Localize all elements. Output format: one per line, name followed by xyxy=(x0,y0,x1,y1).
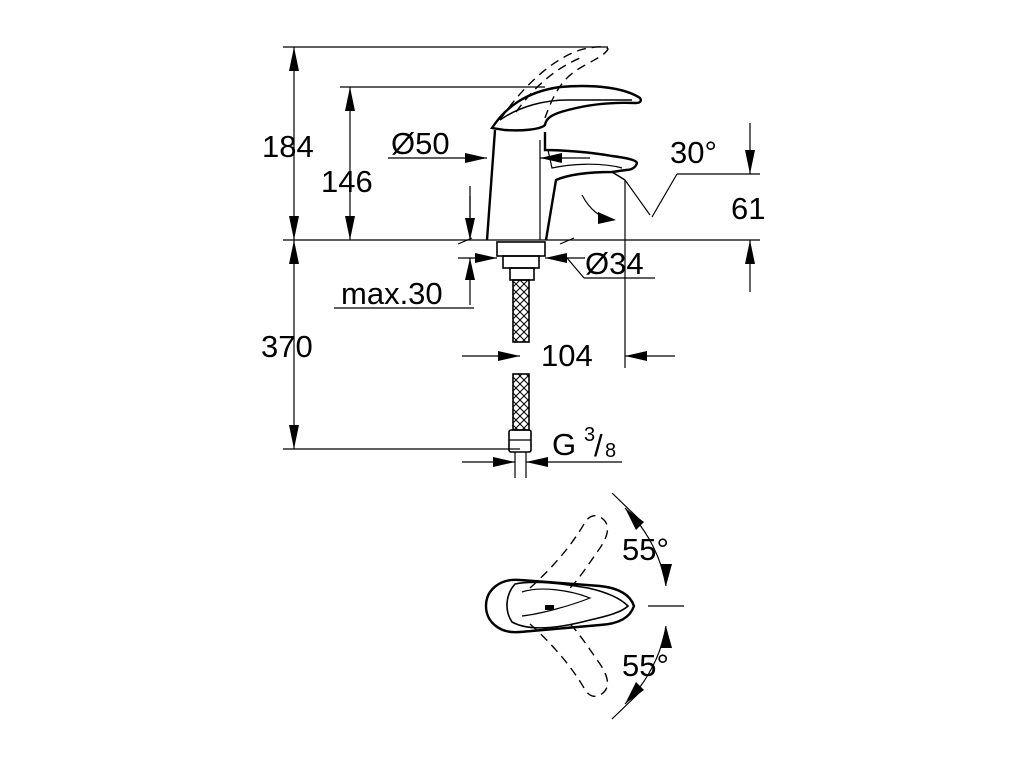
dimension-hose-length xyxy=(289,240,299,449)
dimension-spout-angle xyxy=(581,173,678,224)
top-indicator-mark xyxy=(545,605,554,610)
dimension-rotation-lower xyxy=(611,625,672,720)
spout-tip xyxy=(611,171,626,181)
label-rotation-upper: 55° xyxy=(622,532,669,567)
top-body-outline xyxy=(484,578,636,634)
faucet-side-view: 184 146 370 Ø50 xyxy=(261,46,765,478)
flexible-hose xyxy=(508,279,532,478)
label-counter-thickness: max.30 xyxy=(341,276,443,311)
lever-position-upper xyxy=(529,514,609,589)
lever-raised-position xyxy=(499,46,609,121)
label-lever-height: 146 xyxy=(321,164,373,199)
label-total-height: 184 xyxy=(262,129,314,164)
faucet-body-back xyxy=(543,132,639,241)
lever-handle xyxy=(489,84,642,132)
dimension-counter-thickness xyxy=(334,196,475,309)
label-rotation-lower: 55° xyxy=(622,648,669,683)
lever-raised-inner xyxy=(515,57,581,113)
faucet-top-view: 55° 55° xyxy=(484,492,684,720)
dimension-body-diameter xyxy=(388,140,590,240)
label-spout-reach: 104 xyxy=(541,338,593,373)
faucet-body xyxy=(485,129,497,241)
label-hose-length: 370 xyxy=(261,329,313,364)
dimension-spout-height xyxy=(745,123,755,292)
top-lever-outline xyxy=(506,581,630,629)
dimension-lever-height xyxy=(345,87,355,240)
label-thread-prefix: G xyxy=(552,427,576,462)
label-thread-denominator: 8 xyxy=(605,440,616,462)
label-thread-slash: / xyxy=(594,428,603,463)
top-lever-inner xyxy=(521,588,592,617)
label-spout-height: 61 xyxy=(731,191,765,226)
spout-inner-line xyxy=(547,149,623,169)
dimension-thread-size xyxy=(462,457,622,467)
dimension-rotation-upper xyxy=(611,492,684,607)
dimension-base-diameter xyxy=(566,257,655,279)
label-spout-angle: 30° xyxy=(670,135,717,170)
mounting-base xyxy=(457,237,585,281)
dimension-spout-reach xyxy=(462,351,675,361)
dimension-total-height xyxy=(289,47,299,240)
lever-position-lower xyxy=(529,623,609,698)
label-base-diameter: Ø34 xyxy=(585,246,644,281)
label-body-diameter: Ø50 xyxy=(391,126,450,161)
label-thread-numerator: 3 xyxy=(584,424,595,446)
